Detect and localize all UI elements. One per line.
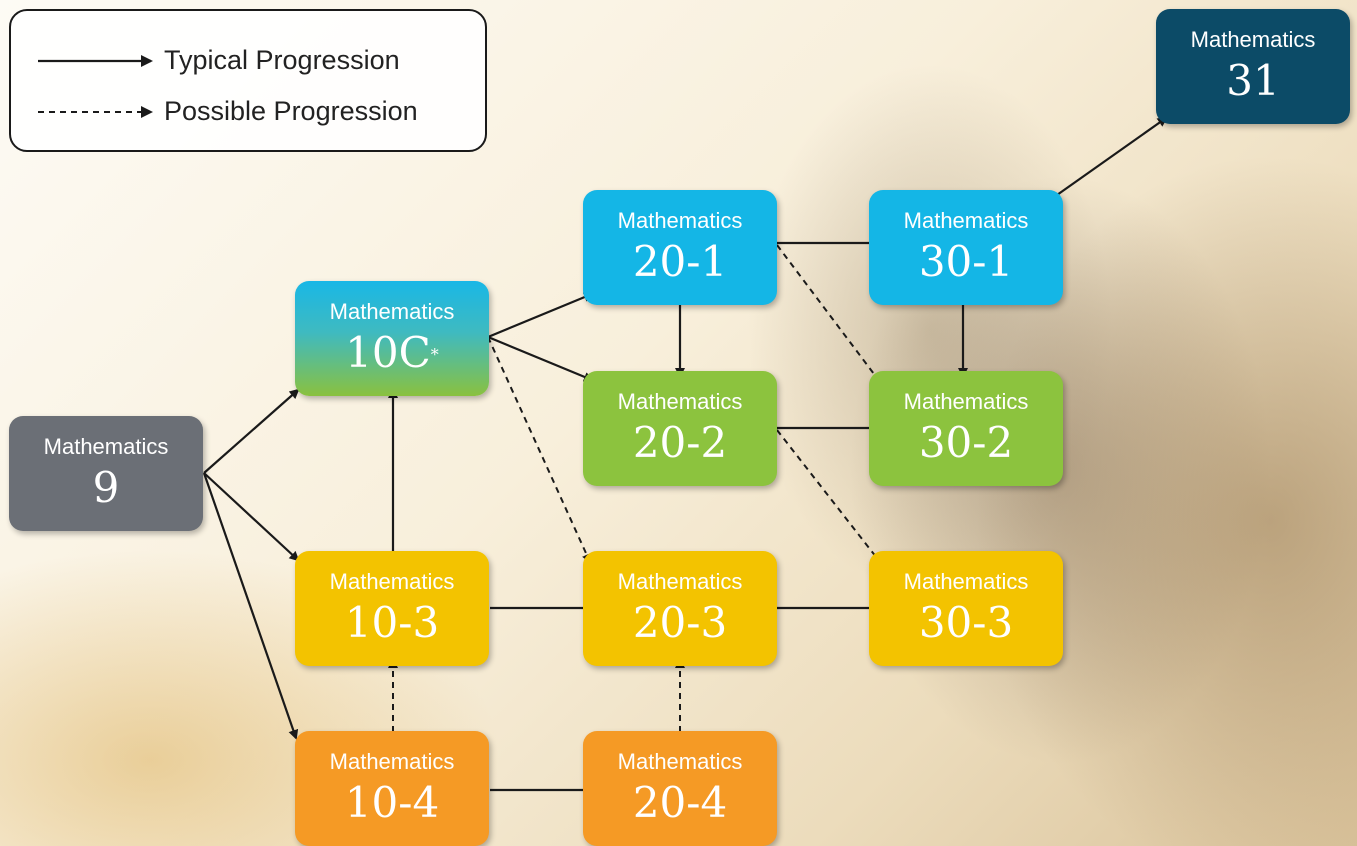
course-label: Mathematics (617, 389, 743, 414)
course-number: 30-3 (918, 598, 1014, 647)
course-math-20-2: Mathematics 20-2 (583, 371, 777, 486)
course-number: 10-4 (344, 778, 440, 827)
course-label: Mathematics (43, 434, 169, 459)
dashed-20-1-to-30-2 (776, 244, 882, 384)
arrow-9-to-10-4 (202, 472, 299, 740)
legend-arrows (38, 55, 153, 118)
course-number: 10-3 (344, 598, 440, 647)
course-math-9: Mathematics 9 (9, 416, 203, 531)
footnote-mark: * (430, 345, 439, 364)
legend-typical-label: Typical Progression (164, 45, 400, 75)
course-math-30-2: Mathematics 30-2 (869, 371, 1063, 486)
course-label: Mathematics (1190, 27, 1316, 52)
arrow-10c-to-20-1 (487, 292, 594, 339)
course-number: 31 (1226, 56, 1280, 105)
course-math-10-4: Mathematics 10-4 (295, 731, 489, 846)
course-number: 9 (92, 463, 120, 512)
course-label: Mathematics (617, 749, 743, 774)
course-math-10c: Mathematics 10C* (295, 281, 489, 396)
course-label: Mathematics (617, 569, 743, 594)
course-label: Mathematics (903, 569, 1029, 594)
course-number: 20-2 (632, 418, 728, 467)
course-math-20-3: Mathematics 20-3 (583, 551, 777, 666)
course-label: Mathematics (329, 749, 455, 774)
course-number: 20-3 (632, 598, 728, 647)
course-number: 10C* (295, 329, 489, 377)
course-label: Mathematics (903, 389, 1029, 414)
course-number: 20-4 (632, 778, 728, 827)
dashed-10c-to-20-3 (487, 336, 592, 564)
arrow-30-1-to-31 (1056, 116, 1168, 196)
course-number-text: 10C (345, 328, 431, 377)
arrow-9-to-10-3 (203, 472, 300, 562)
arrow-9-to-10c (203, 388, 300, 474)
course-math-30-3: Mathematics 30-3 (869, 551, 1063, 666)
legend: Typical Progression Possible Progression (9, 9, 487, 152)
course-label: Mathematics (329, 299, 455, 324)
course-math-30-1: Mathematics 30-1 (869, 190, 1063, 305)
legend-possible-label: Possible Progression (164, 96, 418, 126)
course-label: Mathematics (903, 208, 1029, 233)
course-label: Mathematics (329, 569, 455, 594)
dashed-20-2-to-30-3 (776, 429, 882, 564)
course-number: 20-1 (632, 237, 728, 286)
course-math-20-4: Mathematics 20-4 (583, 731, 777, 846)
course-math-10-3: Mathematics 10-3 (295, 551, 489, 666)
course-number: 30-2 (918, 418, 1014, 467)
course-number: 30-1 (918, 237, 1014, 286)
arrow-10c-to-20-2 (487, 335, 594, 382)
course-math-31: Mathematics 31 (1156, 9, 1350, 124)
course-math-20-1: Mathematics 20-1 (583, 190, 777, 305)
course-label: Mathematics (617, 208, 743, 233)
